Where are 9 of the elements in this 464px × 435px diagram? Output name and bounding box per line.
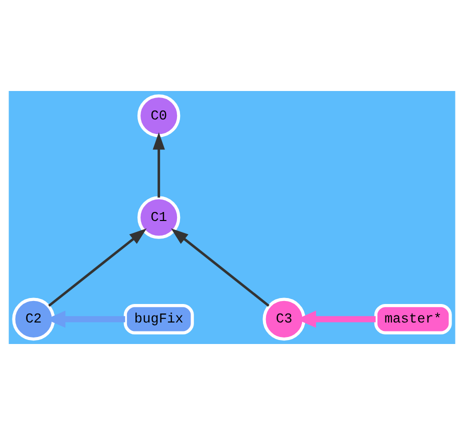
node-circle: C2 (12, 298, 55, 341)
arrow (170, 228, 270, 307)
node-box: bugFix (124, 304, 194, 334)
node-circle: C0 (137, 94, 180, 138)
node-circle: C1 (137, 196, 180, 239)
arrow (48, 228, 147, 307)
node-box: master* (374, 304, 452, 334)
node-circle: C3 (262, 298, 306, 341)
arrow (152, 132, 165, 198)
